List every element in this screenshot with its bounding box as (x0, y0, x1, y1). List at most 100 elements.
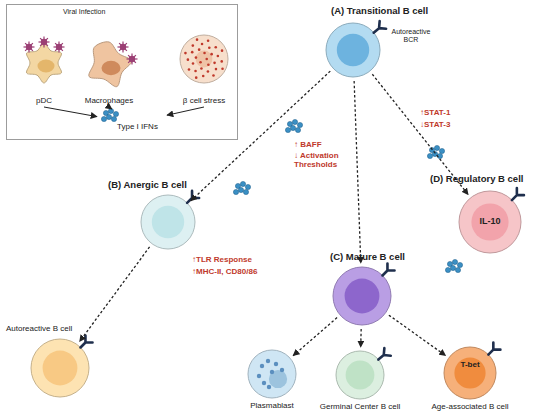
cell-nucleus (454, 357, 485, 388)
bcr-arms (375, 348, 391, 363)
bcr-receptor (375, 348, 391, 363)
cell-nucleus (337, 34, 369, 66)
insulin-granule (217, 55, 220, 58)
insulin-granule (210, 53, 213, 56)
insulin-granule (196, 38, 199, 41)
insulin-granule (192, 62, 195, 65)
cell-label: Plasmablast (250, 401, 294, 410)
annotation-label: ↑TLR Response (192, 255, 252, 264)
virus-particle (24, 42, 35, 53)
insulin-granule (194, 70, 197, 73)
insulin-granule (201, 43, 204, 46)
annotation-label: ↓ Activation Thresholds (294, 151, 352, 169)
virus-particle (118, 42, 129, 53)
insulin-granule (215, 68, 218, 71)
connector-arrow (389, 315, 446, 355)
antibody-granule (280, 368, 284, 372)
cell-nucleus (345, 279, 380, 314)
bcr-receptor (77, 335, 93, 351)
cell-illustration (79, 21, 139, 107)
beta-cell: β cell stress (173, 19, 235, 107)
cell-nucleus (152, 206, 184, 238)
antibody-granule (260, 364, 264, 368)
virus-capsid (26, 44, 32, 50)
macrophage-cell: Macrophages (79, 21, 139, 107)
insulin-granule (221, 67, 224, 70)
cell-illustration (443, 346, 497, 400)
cell-nucleus (269, 370, 287, 388)
antibody-granule (257, 374, 261, 378)
insulin-granule (184, 52, 187, 55)
cell-heading: (A) Transitional B cell (331, 6, 428, 17)
molecule-label: Type I IFNs (117, 122, 158, 131)
transitional-b-cell: (A) Transitional B cellAutoreactive BCR (325, 22, 381, 78)
virus-particle (54, 42, 65, 53)
cell-illustration (247, 349, 297, 399)
insulin-granule (208, 46, 211, 49)
connector-arrow (167, 107, 204, 115)
plasmablast-cell: Plasmablast (247, 349, 297, 399)
cell-label: Germinal Center B cell (320, 402, 400, 411)
cell-heading: (C) Mature B cell (330, 252, 405, 263)
panel-heading: Viral Infection (63, 8, 105, 16)
marker-label: T-bet (460, 360, 479, 369)
insulin-granule (212, 74, 215, 77)
insulin-granule (205, 58, 208, 61)
autoreactive-b-cell: Autoreactive B cell (30, 338, 90, 398)
connector-arrow (44, 107, 97, 117)
cell-label: Age-associated B cell (432, 402, 509, 411)
connector-arrow (360, 329, 362, 347)
cell-nucleus (43, 351, 78, 386)
virus-particle (39, 37, 50, 48)
connector-arrow (354, 81, 361, 263)
inset-panel: Viral Infection pDC Macrophages β cell stre… (6, 4, 238, 140)
cell-label: β cell stress (183, 96, 225, 105)
cell-label: pDC (36, 96, 52, 105)
cell-nucleus (38, 60, 55, 73)
bcr-arms (370, 21, 386, 36)
antibody-granule (266, 359, 270, 363)
cell-illustration (140, 194, 196, 250)
insulin-granule (199, 61, 202, 64)
cell-membrane (336, 351, 384, 399)
cell-nucleus (102, 61, 121, 75)
insulin-granule (192, 44, 195, 47)
insulin-granule (207, 39, 210, 42)
cell-membrane (248, 350, 296, 398)
bcr-arms (508, 188, 524, 204)
cell-membrane (180, 35, 228, 83)
connector-arrow (80, 247, 150, 342)
insulin-granule (187, 58, 190, 61)
insulin-granule (195, 76, 198, 79)
annotation-label: ↑MHC-II, CD80/86 (192, 267, 257, 276)
insulin-granule (198, 48, 201, 51)
bcr-receptor (379, 263, 395, 279)
insulin-granule (202, 75, 205, 78)
insulin-granule (188, 68, 191, 71)
cytokine-label: IL-10 (479, 216, 500, 226)
insulin-granule (191, 51, 194, 54)
receptor-label: Autoreactive BCR (389, 28, 433, 44)
cell-nucleus (471, 203, 508, 240)
bcr-arms (379, 263, 395, 279)
ifn-molecules (445, 259, 462, 272)
virus-capsid (41, 39, 47, 45)
cell-illustration (332, 266, 392, 326)
cell-nucleus (196, 51, 213, 68)
insulin-granule (221, 49, 224, 52)
insulin-granule (200, 67, 203, 70)
connector-arrow (109, 107, 112, 109)
virus-capsid (129, 56, 135, 62)
antibody-granule (274, 362, 278, 366)
ifn-node: Type I IFNs (97, 109, 167, 137)
cell-heading: (D) Regulatory B cell (430, 174, 523, 185)
virus-capsid (120, 44, 126, 50)
connector-arrow (293, 318, 337, 356)
insulin-granule (203, 52, 206, 55)
cell-heading: (B) Anergic B cell (108, 180, 187, 191)
cell-nucleus (346, 361, 375, 390)
cell-illustration (173, 19, 235, 107)
annotation-label: ↑ BAFF (294, 140, 322, 149)
